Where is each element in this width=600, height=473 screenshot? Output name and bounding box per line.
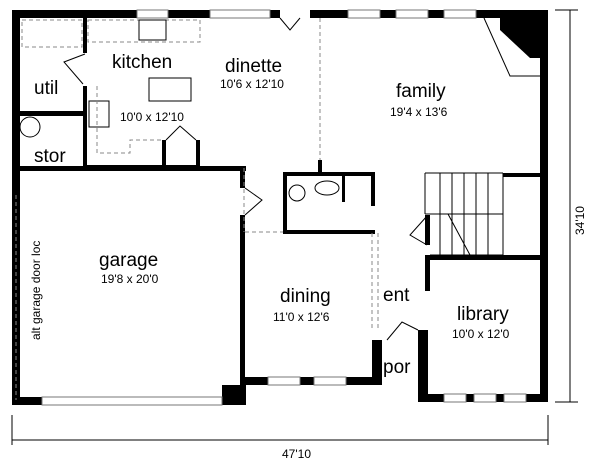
room-label-stor: stor — [34, 146, 66, 167]
dimension-lines — [11, 9, 578, 445]
room-label-util: util — [34, 78, 58, 99]
door-swing — [244, 187, 263, 216]
door-swing — [279, 17, 301, 31]
room-size-kitchen: 10'0 x 12'10 — [120, 110, 184, 124]
windows — [41, 9, 527, 406]
room-label-dining: dining — [280, 286, 331, 307]
tub-icon — [314, 180, 340, 196]
room-size-dinette: 10'6 x 12'10 — [220, 77, 284, 91]
kitchen-island — [148, 77, 192, 102]
stove-icon — [88, 100, 110, 128]
room-label-dinette: dinette — [225, 56, 282, 77]
water-heater-icon — [19, 116, 41, 138]
room-label-ent: ent — [383, 285, 410, 306]
door-swing — [386, 321, 419, 341]
room-size-garage: 19'8 x 20'0 — [101, 272, 159, 286]
stairs-icon — [424, 172, 504, 256]
room-label-por: por — [383, 357, 411, 378]
door-swing — [63, 53, 86, 85]
room-size-dining: 11'0 x 12'6 — [273, 310, 330, 324]
dimension-depth: 34'10 — [573, 206, 587, 235]
room-size-library: 10'0 x 12'0 — [452, 327, 510, 341]
door-swing — [409, 215, 428, 246]
room-size-family: 19'4 x 13'6 — [390, 105, 448, 119]
dimension-width: 47'10 — [282, 447, 311, 461]
fixtures — [15, 17, 540, 400]
alt-garage-door-note: alt garage door loc — [29, 241, 43, 340]
walls — [12, 10, 548, 405]
room-label-library: library — [457, 304, 509, 325]
fireplace-icon — [500, 18, 540, 58]
room-label-kitchen: kitchen — [112, 52, 172, 73]
toilet-icon — [288, 184, 306, 202]
door-swing — [165, 125, 197, 141]
sink-icon — [138, 19, 167, 41]
room-label-garage: garage — [99, 250, 158, 271]
room-label-family: family — [396, 81, 446, 102]
